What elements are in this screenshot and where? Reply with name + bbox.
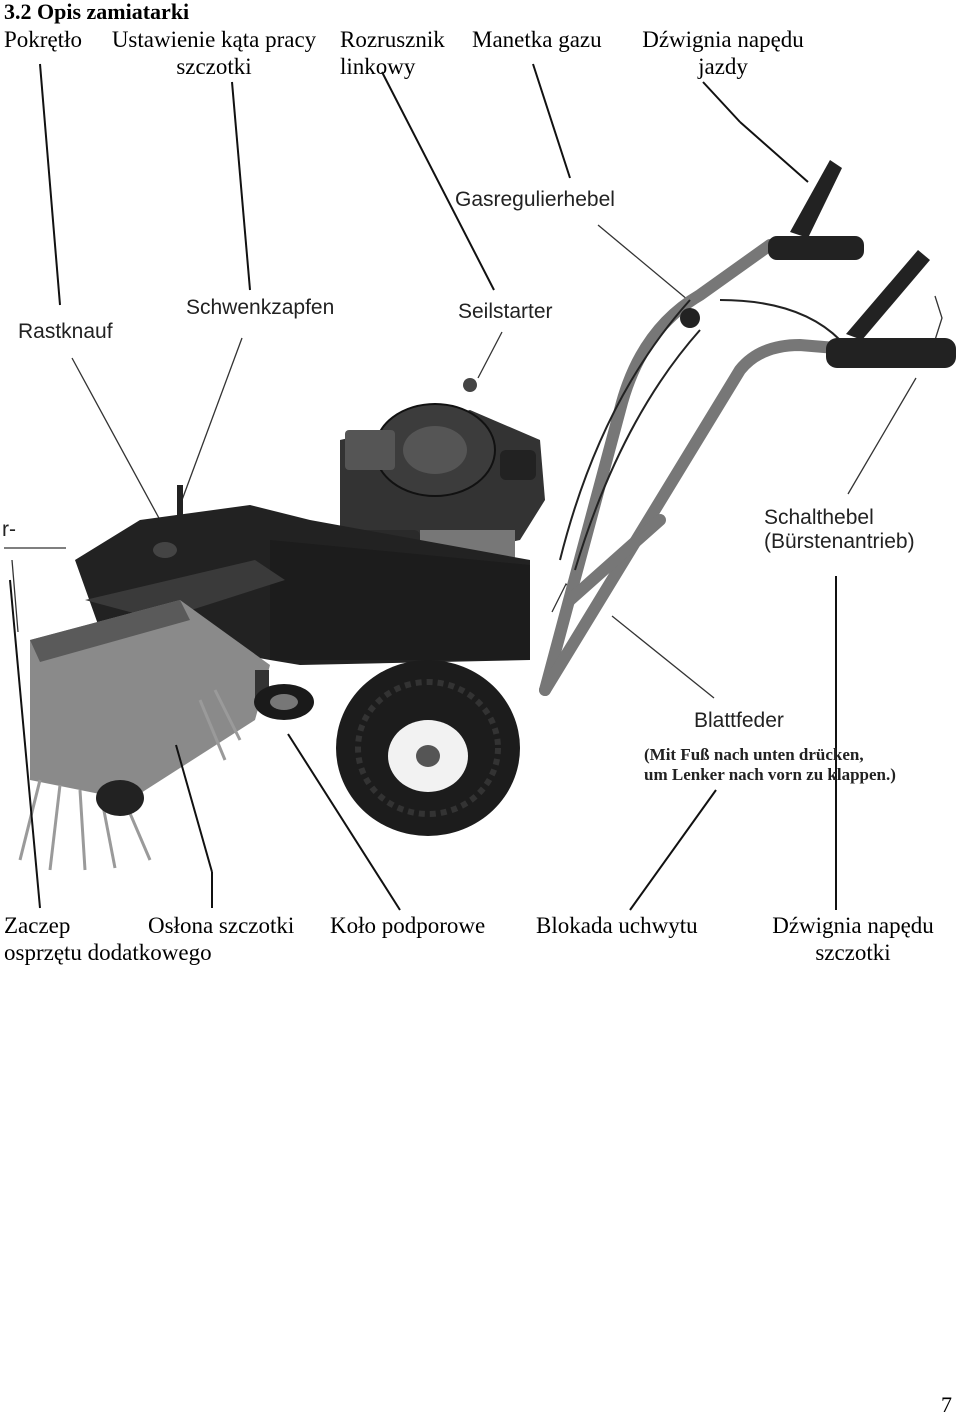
label-knob: Pokrętło [4, 27, 82, 52]
label-throttle: Manetka gazu [472, 27, 602, 52]
bottom-callout-lines [9, 576, 837, 911]
handle-grips [768, 160, 956, 368]
fig-label-gasregulierhebel: Gasregulierhebel [455, 188, 615, 211]
label-hitch: Zaczep osprzętu dodatkowego [4, 913, 212, 965]
support-wheel [254, 670, 314, 720]
label-drive-lever: Dźwignia napędu jazdy [642, 27, 804, 79]
sweeper-illustration [4, 63, 956, 911]
fig-label-blattfeder: Blattfeder [694, 709, 784, 732]
fig-label-rastknauf: Rastknauf [18, 320, 113, 343]
section-heading: 3.2 Opis zamiatarki [4, 0, 190, 24]
label-handle-lock: Blokada uchwytu [536, 913, 698, 938]
main-wheel [336, 660, 520, 836]
fig-label-schwenkzapfen: Schwenkzapfen [186, 296, 335, 319]
top-callout-lines [39, 63, 809, 306]
label-brush-guard: Osłona szczotki [148, 913, 295, 938]
fig-label-schalthebel: Schalthebel (Bürstenantrieb) [764, 506, 915, 553]
cables [559, 299, 841, 571]
label-rope-starter: Rozrusznik linkowy [340, 27, 445, 79]
brush-assembly [18, 600, 270, 871]
label-support-wheel: Koło podporowe [330, 913, 486, 938]
throttle-knob [680, 308, 700, 328]
handle-bars [539, 239, 866, 696]
fig-label-edge-fragment: r- [2, 518, 16, 541]
label-brush-angle: Ustawienie kąta pracy szczotki [111, 27, 317, 79]
label-brush-drive-lever: Dźwignia napędu szczotki [772, 913, 934, 965]
fig-label-blattfeder-note: (Mit Fuß nach unten drücken, um Lenker n… [644, 745, 896, 784]
page-number: 7 [941, 1392, 952, 1417]
fig-label-seilstarter: Seilstarter [458, 300, 553, 323]
